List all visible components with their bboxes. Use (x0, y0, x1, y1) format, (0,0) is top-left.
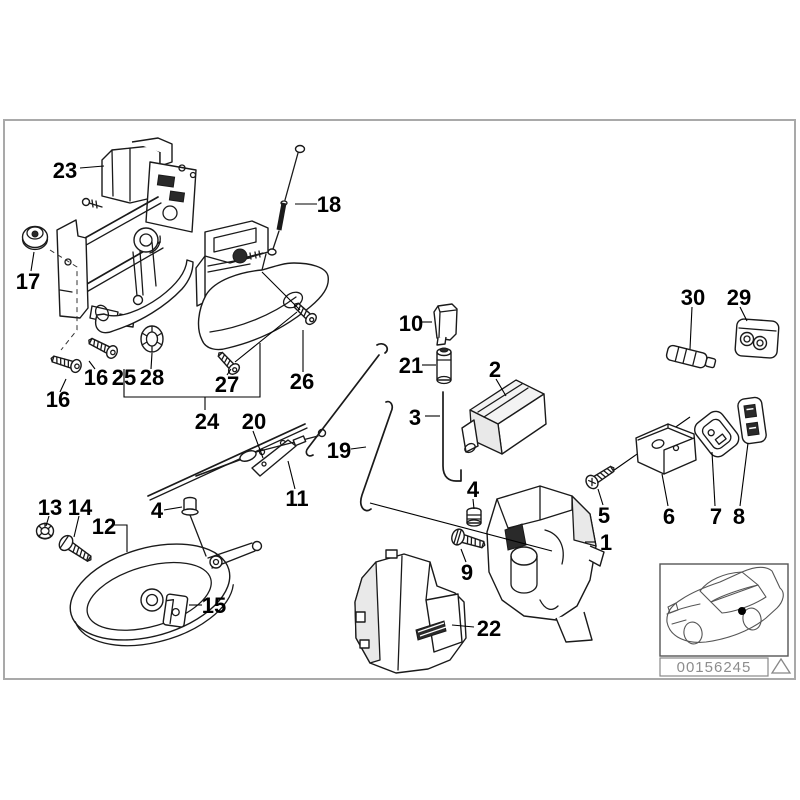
part-label-28: 28 (140, 365, 164, 390)
part-12-inner-handle (69, 514, 263, 647)
part-label-23: 23 (53, 158, 77, 183)
handle-seal-arm (94, 259, 194, 334)
screw-5 (585, 465, 615, 490)
part-label-10: 10 (399, 311, 423, 336)
part-17-knob (21, 225, 49, 251)
screw-26 (293, 302, 317, 326)
grommet-4-left (181, 496, 199, 516)
part-label-24: 24 (195, 409, 220, 434)
part-8-plate (737, 396, 767, 445)
part-label-27: 27 (215, 372, 239, 397)
washer-28 (140, 325, 164, 353)
part-label-4r: 4 (467, 477, 480, 502)
part-label-18: 18 (317, 192, 341, 217)
part-labels: 23 18 17 16 25 28 16 27 26 24 20 19 11 1… (16, 158, 751, 641)
part-1-door-latch (486, 485, 605, 643)
car-location-dot (738, 607, 746, 615)
part-label-3: 3 (409, 405, 421, 430)
part-30-bulb-socket (665, 344, 717, 369)
part-label-6: 6 (663, 504, 675, 529)
part-21-pin (436, 347, 452, 385)
part-10-cap (433, 303, 458, 346)
part-label-25: 25 (112, 365, 136, 390)
leader-lines (30, 165, 749, 628)
screw-9 (451, 528, 486, 549)
car-thumbnail[interactable] (659, 563, 789, 657)
part-label-14: 14 (68, 495, 93, 520)
part-label-5: 5 (598, 503, 610, 528)
image-id-box: 00156245 (659, 657, 769, 677)
screw-27 (217, 351, 241, 375)
part-label-13: 13 (38, 495, 62, 520)
part-label-17: 17 (16, 269, 40, 294)
part-22-sound-cover (354, 549, 467, 674)
part-label-29: 29 (727, 285, 751, 310)
part-24-outer-handle-assembly (195, 220, 329, 351)
screw-16-a (50, 355, 82, 374)
rod-hook-long (305, 342, 389, 457)
part-6-striker (635, 423, 697, 475)
part-label-30: 30 (681, 285, 705, 310)
part-label-11: 11 (285, 486, 308, 511)
part-label-1: 1 (600, 530, 612, 555)
part-29-lamp (734, 318, 780, 359)
part-label-21: 21 (399, 353, 423, 378)
part-label-7: 7 (710, 504, 722, 529)
part-label-12: 12 (92, 514, 116, 539)
part-label-16a: 16 (84, 365, 108, 390)
part-label-19: 19 (327, 438, 351, 463)
car-outline-drawing (666, 566, 784, 645)
part-label-9: 9 (461, 560, 473, 585)
rod-19 (360, 400, 394, 512)
nut-13 (35, 522, 55, 540)
part-2-switch-box (461, 379, 547, 455)
part-label-20: 20 (242, 409, 266, 434)
part-label-16b: 16 (46, 387, 70, 412)
rod-3 (442, 391, 462, 482)
nav-triangle-icon[interactable] (770, 657, 792, 674)
grommet-4-right (466, 507, 482, 527)
part-15-clip (162, 593, 189, 628)
part-20-cable-bracket (147, 423, 308, 501)
part-label-26: 26 (290, 369, 314, 394)
part-7-gasket (694, 410, 740, 458)
part-label-22: 22 (477, 616, 501, 641)
screw-16-b (88, 337, 119, 359)
screw-14 (58, 534, 92, 562)
cable-11-bowden (195, 428, 327, 477)
image-id-text: 00156245 (677, 659, 752, 676)
part-18-lock-rod (267, 144, 306, 256)
part-label-15: 15 (202, 593, 226, 618)
part-label-4l: 4 (151, 498, 164, 523)
part-label-2: 2 (489, 357, 501, 382)
part-label-8: 8 (733, 504, 745, 529)
